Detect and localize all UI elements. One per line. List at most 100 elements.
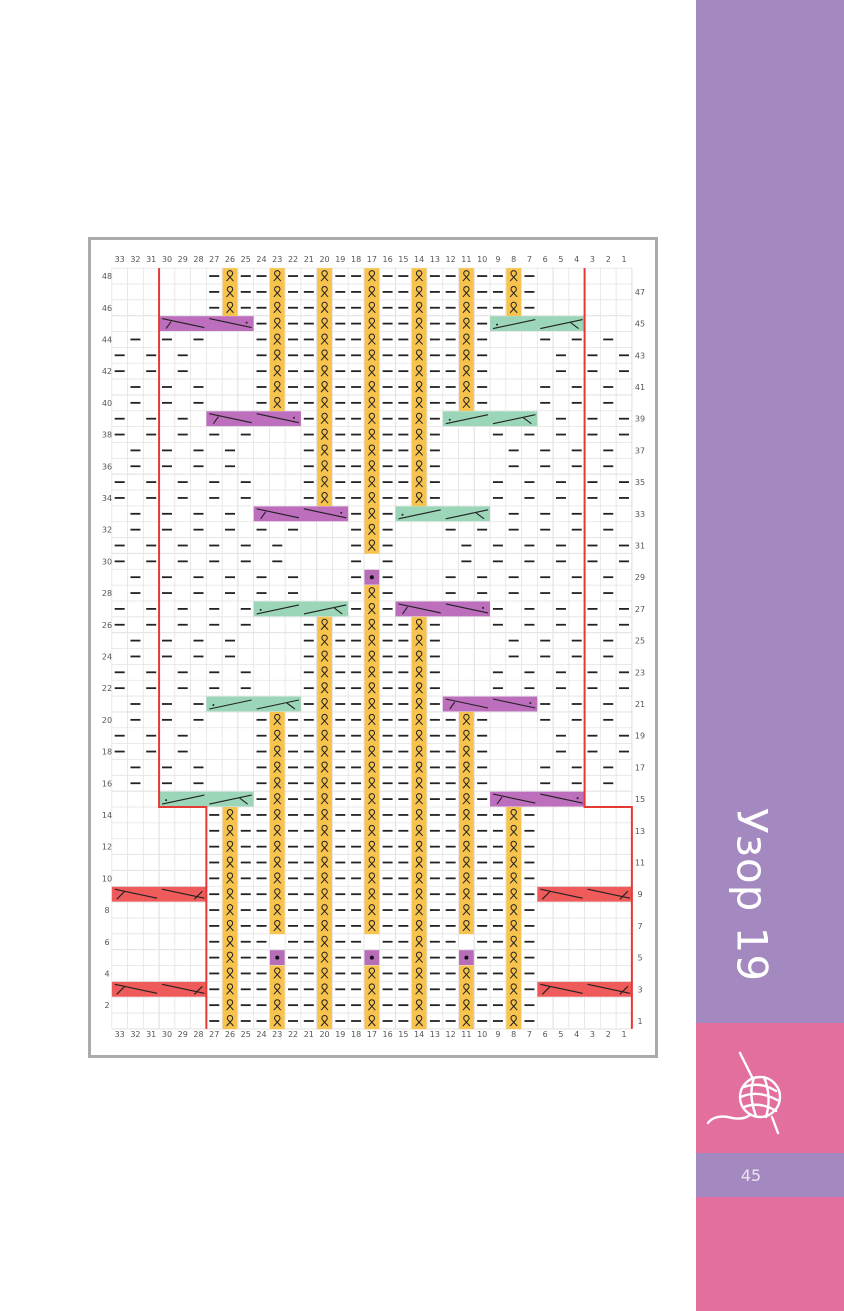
twisted-knit-icon (415, 650, 423, 662)
twisted-knit-icon (273, 872, 282, 884)
cable-band (206, 411, 301, 427)
twisted-knit-icon (415, 476, 423, 488)
cable-hook (165, 321, 172, 329)
twisted-knit-cell (459, 283, 474, 301)
twisted-knit-cell (459, 791, 474, 808)
twisted-knit-cell (317, 902, 332, 919)
twisted-knit-cell (222, 283, 238, 301)
cable-stroke (209, 794, 252, 805)
twisted-knit-icon (367, 507, 376, 520)
twisted-knit-cell (269, 759, 285, 776)
twisted-knit-icon (462, 729, 471, 742)
twisted-knit-cell (269, 1013, 285, 1030)
twisted-knit-cell (364, 315, 380, 332)
row-label: 3 (637, 985, 642, 994)
cable-stroke (209, 413, 252, 424)
twisted-knit-icon (462, 967, 471, 979)
twisted-knit-icon (367, 349, 376, 361)
cable-hook (260, 511, 267, 520)
twisted-knit-cell (459, 917, 474, 935)
twisted-knit-icon (415, 824, 423, 837)
cable-hook (286, 702, 296, 710)
column-label: 4 (574, 1030, 579, 1039)
twisted-knit-icon (367, 618, 376, 631)
column-label: 26 (225, 255, 235, 264)
twisted-knit-icon (226, 935, 234, 948)
twisted-knit-icon (367, 761, 376, 773)
twisted-knit-cell (269, 268, 285, 285)
cable-stroke (445, 509, 489, 520)
twisted-knit-cell (222, 886, 238, 903)
twisted-knit-cell (269, 775, 285, 792)
twisted-knit-cell (459, 315, 474, 332)
twisted-knit-cell (317, 442, 332, 459)
cable-stroke (445, 698, 489, 709)
cable-stroke (256, 508, 300, 519)
cable-left (253, 506, 349, 522)
twisted-knit-icon (226, 809, 234, 821)
twisted-knit-cell (317, 917, 332, 935)
sidebar-page-number-panel (696, 1153, 844, 1197)
twisted-knit-cell (411, 711, 427, 729)
twisted-knit-cell (411, 917, 427, 935)
cable-right (395, 506, 491, 522)
twisted-knit-icon (320, 888, 329, 900)
twisted-knit-icon (320, 745, 329, 757)
row-label: 4 (104, 969, 109, 978)
twisted-knit-cell (411, 268, 427, 285)
twisted-knit-icon (462, 349, 471, 361)
twisted-knit-icon (415, 666, 423, 678)
cable-dot (529, 702, 532, 704)
twisted-knit-cell (317, 648, 332, 665)
twisted-knit-cell (317, 664, 332, 681)
twisted-knit-icon (273, 777, 282, 789)
twisted-knit-cell (364, 537, 380, 554)
twisted-knit-icon (320, 935, 329, 948)
row-label: 46 (102, 304, 112, 313)
twisted-knit-icon (320, 428, 329, 440)
cable-hook (333, 607, 343, 615)
column-label: 25 (241, 1030, 251, 1039)
cable-cross (619, 985, 629, 995)
column-label: 7 (527, 255, 532, 264)
twisted-knit-icon (273, 967, 282, 979)
twisted-knit-cell (459, 759, 474, 776)
column-label: 19 (335, 255, 345, 264)
bobble-dot (369, 575, 374, 580)
twisted-knit-cell (459, 379, 474, 396)
twisted-knit-cell (411, 822, 427, 840)
twisted-knit-icon (226, 286, 234, 298)
twisted-knit-icon (415, 777, 423, 789)
twisted-knit-cell (459, 902, 474, 919)
twisted-knit-cell (506, 949, 522, 966)
cable-red (111, 981, 207, 997)
twisted-knit-icon (462, 999, 471, 1011)
column-label: 22 (288, 1030, 298, 1039)
column-label: 10 (477, 255, 487, 264)
twisted-knit-icon (226, 888, 234, 900)
twisted-knit-cell (411, 616, 427, 633)
row-label: 2 (104, 1001, 109, 1010)
column-label: 8 (511, 1030, 516, 1039)
twisted-knit-icon (462, 365, 471, 377)
row-label: 30 (102, 557, 112, 566)
twisted-knit-cell (459, 299, 474, 316)
twisted-knit-cell (364, 759, 380, 776)
twisted-knit-cell (411, 347, 427, 364)
row-label: 48 (102, 272, 112, 281)
cable-dot (212, 704, 215, 706)
twisted-knit-cell (317, 680, 332, 697)
twisted-knit-icon (367, 286, 376, 298)
twisted-knit-icon (509, 888, 518, 900)
row-label: 5 (637, 954, 642, 963)
twisted-knit-cell (364, 917, 380, 935)
twisted-knit-icon (320, 777, 329, 789)
cable-dot (259, 608, 262, 611)
twisted-knit-cell (459, 347, 474, 364)
cable-stroke (492, 793, 536, 804)
twisted-knit-cell (364, 426, 380, 443)
twisted-knit-icon (226, 999, 234, 1011)
twisted-knit-cell (364, 791, 380, 808)
twisted-knit-cell (317, 410, 332, 427)
twisted-knit-cell (222, 902, 238, 919)
